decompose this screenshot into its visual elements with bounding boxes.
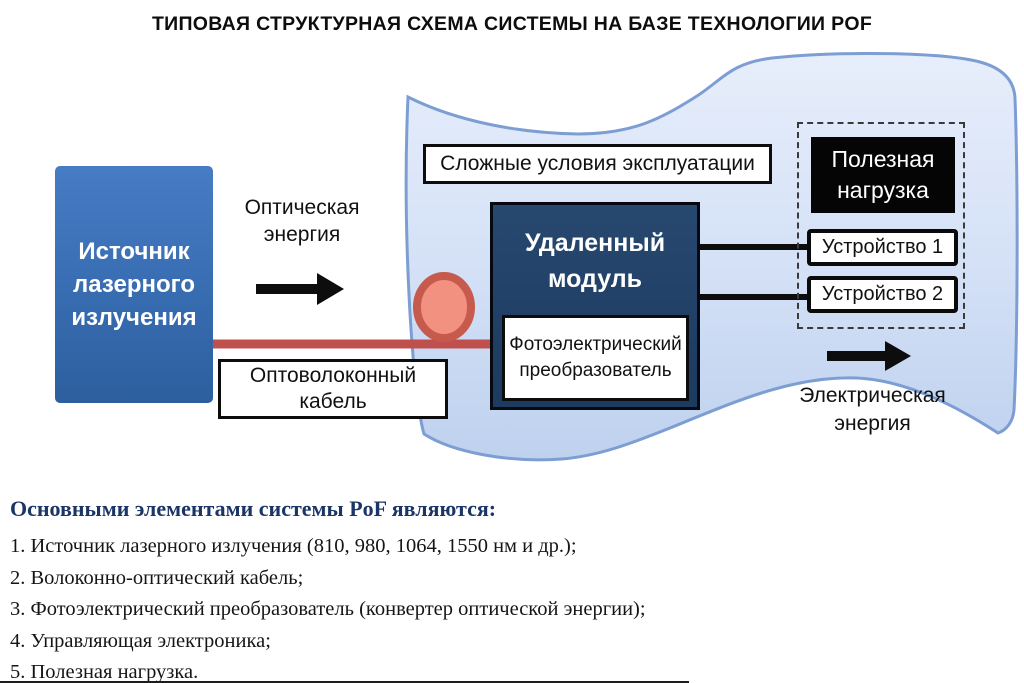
photoelectric-converter-box: Фотоэлектрический преобразователь	[502, 315, 689, 401]
device-1-text: Устройство 1	[821, 236, 944, 258]
legend-item-5: 5. Полезная нагрузка.	[10, 661, 199, 683]
legend-item-4: 4. Управляющая электроника;	[10, 629, 271, 652]
legend-section: Основными элементами системы PoF являютс…	[10, 496, 1000, 683]
optical-energy-label: Оптическая энергия	[222, 194, 382, 249]
electrical-energy-text: Электрическая энергия	[799, 384, 946, 436]
device-2-box: Устройство 2	[807, 276, 958, 313]
legend-heading: Основными элементами системы PoF являютс…	[10, 496, 497, 521]
electrical-energy-label: Электрическая энергия	[785, 382, 960, 439]
device-1-box: Устройство 1	[807, 229, 958, 266]
photoelectric-converter-text: Фотоэлектрический преобразователь	[509, 334, 682, 381]
fiber-cable-box: Оптоволоконный кабель	[218, 359, 448, 419]
harsh-conditions-text: Сложные условия эксплуатации	[440, 152, 755, 175]
harsh-conditions-box: Сложные условия эксплуатации	[423, 144, 772, 184]
payload-box: Полезная нагрузка	[811, 137, 955, 213]
payload-text: Полезная нагрузка	[831, 145, 935, 203]
fiber-cable-text: Оптоволоконный кабель	[249, 363, 417, 413]
fiber-loop-icon	[413, 272, 475, 342]
laser-source-box: Источник лазерного излучения	[55, 166, 213, 403]
legend-item-1: 1. Источник лазерного излучения (810, 98…	[10, 535, 577, 557]
slide-bottom-rule	[0, 681, 689, 683]
optical-energy-arrow-icon	[256, 273, 344, 305]
slide-title: ТИПОВАЯ СТРУКТУРНАЯ СХЕМА СИСТЕМЫ НА БАЗ…	[151, 13, 873, 35]
legend-item-2: 2. Волоконно-оптический кабель;	[10, 566, 304, 589]
remote-module-text: Удаленный модуль	[524, 229, 666, 294]
payload-group-outline	[797, 122, 965, 329]
device-2-text: Устройство 2	[821, 283, 944, 305]
laser-source-label: Источник лазерного излучения	[71, 237, 197, 332]
legend-item-3: 3. Фотоэлектрический преобразователь (ко…	[10, 598, 646, 620]
electrical-energy-arrow-icon	[827, 341, 911, 371]
optical-energy-text: Оптическая энергия	[244, 196, 360, 247]
